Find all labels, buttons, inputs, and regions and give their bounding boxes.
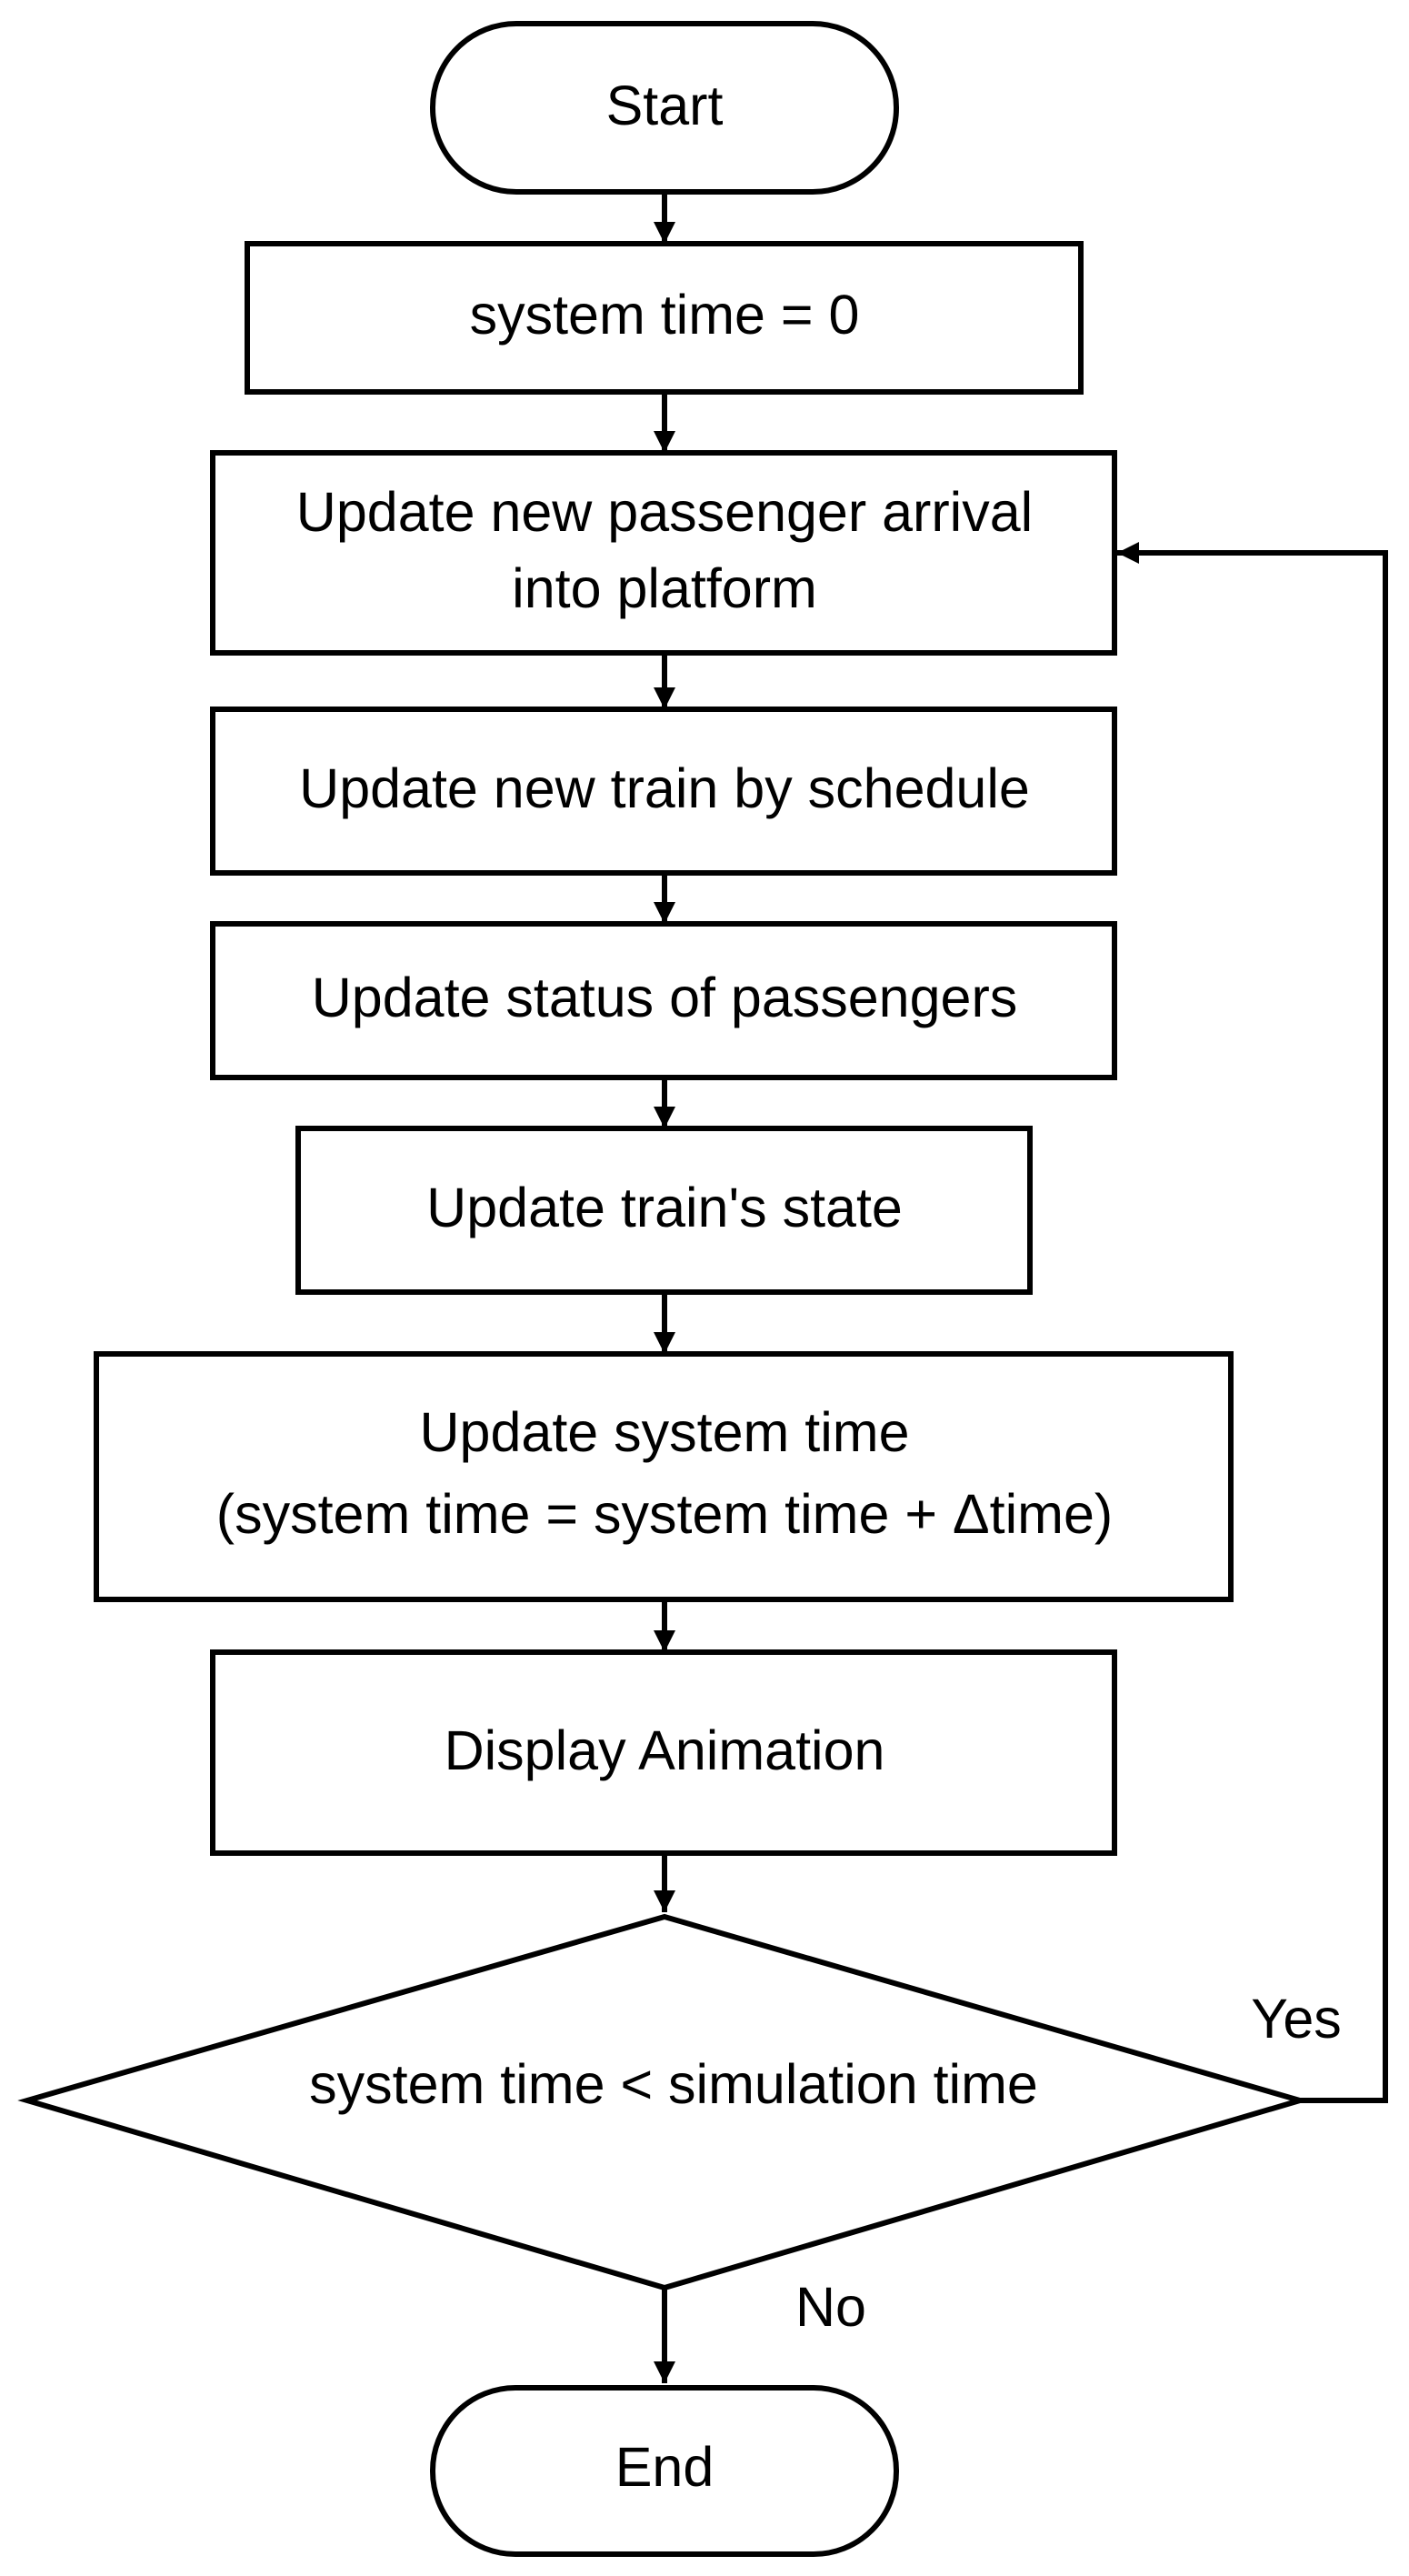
step-update-passenger-status: Update status of passengers	[210, 921, 1117, 1080]
end-terminator: End	[430, 2385, 899, 2557]
init-box: system time = 0	[245, 241, 1084, 395]
step-update-train-state: Update train's state	[295, 1126, 1033, 1295]
step-display-animation-label: Display Animation	[445, 1719, 885, 1781]
start-label: Start	[606, 75, 724, 136]
init-label: system time = 0	[470, 284, 860, 346]
connectors	[654, 194, 1388, 2383]
step-update-passenger-status-label: Update status of passengers	[312, 967, 1018, 1028]
decision-diamond: system time < simulation time	[17, 1913, 1310, 2291]
end-label: End	[615, 2436, 714, 2498]
start-terminator: Start	[430, 21, 899, 195]
step-update-system-time-line1: Update system time	[419, 1401, 909, 1463]
arrow-loop-yes	[1117, 542, 1388, 2103]
step-update-system-time-line2: (system time = system time + Δtime)	[216, 1483, 1113, 1545]
step-update-train-schedule: Update new train by schedule	[210, 707, 1117, 876]
step-update-passenger-arrival-line1: Update new passenger arrival	[296, 481, 1033, 543]
step-update-passenger-arrival-line2: into platform	[512, 557, 817, 619]
step-update-train-schedule-label: Update new train by schedule	[299, 757, 1030, 819]
step-update-system-time: Update system time (system time = system…	[94, 1351, 1234, 1602]
decision-label: system time < simulation time	[309, 2053, 1038, 2115]
step-update-passenger-arrival: Update new passenger arrival into platfo…	[210, 450, 1117, 656]
step-update-train-state-label: Update train's state	[426, 1177, 903, 1238]
yes-label: Yes	[1251, 1988, 1342, 2050]
no-label: No	[795, 2276, 866, 2338]
step-display-animation: Display Animation	[210, 1649, 1117, 1856]
